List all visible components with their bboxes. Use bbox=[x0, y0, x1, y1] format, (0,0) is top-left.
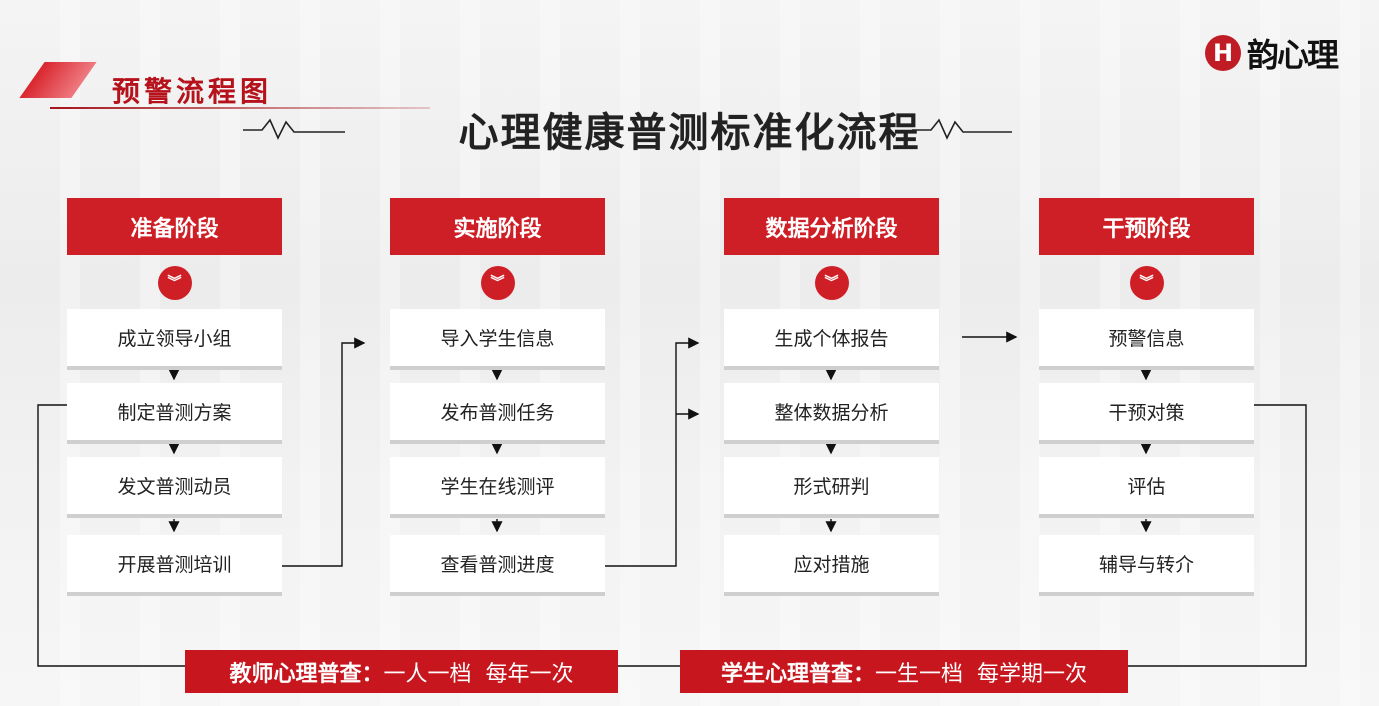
chevron-down-icon: ︾ bbox=[1129, 266, 1164, 300]
step-box: 评估 bbox=[1039, 457, 1254, 514]
banner-label: 学生心理普查： bbox=[720, 661, 875, 687]
stage-column: 数据分析阶段 ︾ 生成个体报告整体数据分析形式研判应对措施 bbox=[724, 198, 939, 592]
stage-column: 干预阶段 ︾ 预警信息干预对策评估辅导与转介 bbox=[1039, 198, 1254, 592]
logo-icon: H bbox=[1205, 35, 1241, 71]
step-box: 辅导与转介 bbox=[1039, 535, 1254, 592]
step-box: 生成个体报告 bbox=[724, 309, 939, 366]
stage-header: 准备阶段 bbox=[67, 198, 282, 255]
chevron-down-icon: ︾ bbox=[480, 266, 515, 300]
logo-text: 韵心理 bbox=[1247, 36, 1339, 74]
step-box: 导入学生信息 bbox=[390, 309, 605, 366]
stage-header: 实施阶段 bbox=[390, 198, 605, 255]
step-box: 发布普测任务 bbox=[390, 383, 605, 440]
pulse-line-right-icon bbox=[912, 118, 1012, 140]
chevron-down-icon: ︾ bbox=[814, 266, 849, 300]
loop-line-left bbox=[37, 404, 185, 667]
step-box: 干预对策 bbox=[1039, 383, 1254, 440]
stage-header: 干预阶段 bbox=[1039, 198, 1254, 255]
step-box: 制定普测方案 bbox=[67, 383, 282, 440]
banner-text: 一生一档 每学期一次 bbox=[875, 661, 1087, 687]
step-box: 预警信息 bbox=[1039, 309, 1254, 366]
section-title: 预警流程图 bbox=[112, 75, 273, 108]
step-box: 发文普测动员 bbox=[67, 457, 282, 514]
stage-header: 数据分析阶段 bbox=[724, 198, 939, 255]
loop-line-right bbox=[1128, 404, 1307, 667]
arrow-stage1-to-stage2 bbox=[282, 337, 366, 567]
step-box: 整体数据分析 bbox=[724, 383, 939, 440]
step-box: 形式研判 bbox=[724, 457, 939, 514]
arrow-stage2-to-stage3 bbox=[605, 337, 700, 567]
student-survey-banner: 学生心理普查：一生一档 每学期一次 bbox=[680, 650, 1128, 693]
teacher-survey-banner: 教师心理普查：一人一档 每年一次 bbox=[185, 650, 618, 693]
stage-column: 实施阶段 ︾ 导入学生信息发布普测任务学生在线测评查看普测进度 bbox=[390, 198, 605, 592]
divider bbox=[50, 107, 430, 109]
step-box: 成立领导小组 bbox=[67, 309, 282, 366]
step-box: 应对措施 bbox=[724, 535, 939, 592]
banner-label: 教师心理普查： bbox=[229, 661, 384, 687]
page-title: 心理健康普测标准化流程 bbox=[458, 110, 921, 156]
step-box: 学生在线测评 bbox=[390, 457, 605, 514]
chevron-down-icon: ︾ bbox=[157, 266, 192, 300]
banner-text: 一人一档 每年一次 bbox=[383, 661, 574, 687]
step-box: 查看普测进度 bbox=[390, 535, 605, 592]
pulse-line-left-icon bbox=[243, 118, 345, 140]
logo: H 韵心理 bbox=[1205, 30, 1339, 76]
stage-column: 准备阶段 ︾ 成立领导小组制定普测方案发文普测动员开展普测培训 bbox=[67, 198, 282, 592]
step-box: 开展普测培训 bbox=[67, 535, 282, 592]
